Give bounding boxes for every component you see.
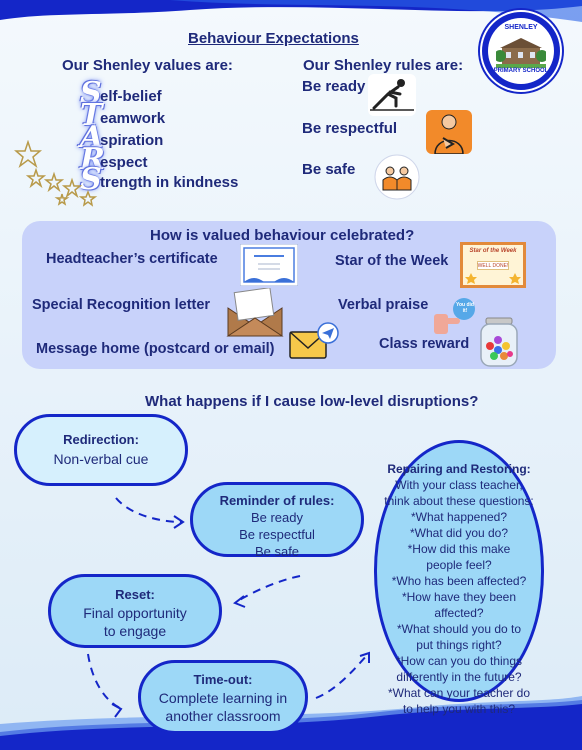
stars-values-list: S elf-belief T eamwork A spiration R esp… [80, 76, 239, 197]
repair-line: to help you with this? [402, 702, 516, 716]
redirection-step: Redirection: Non-verbal cue [14, 414, 188, 486]
certificate-icon [240, 244, 298, 286]
value-word: trength in kindness [100, 174, 239, 191]
reminder-line: Be ready [250, 510, 304, 525]
certificate-heading: Star of the Week [469, 248, 517, 254]
value-letter: T [80, 98, 103, 133]
disruptions-heading: What happens if I cause low-level disrup… [145, 393, 479, 410]
safe-people-icon [374, 154, 420, 200]
logo-bottom-text: PRIMARY SCHOOL [493, 68, 549, 74]
timeout-title: Time-out: [193, 672, 253, 687]
repair-line: With your class teacher, [395, 478, 523, 492]
timeout-step: Time-out: Complete learning in another c… [138, 660, 308, 734]
repair-line: think about these questions: [384, 494, 534, 508]
rule-be-respectful: Be respectful [302, 120, 398, 137]
repair-line: *What should you do to [396, 622, 522, 636]
celebrate-heading: How is valued behaviour celebrated? [150, 227, 415, 244]
reminder-title: Reminder of rules: [219, 493, 335, 508]
school-logo: SHENLEY PRIMARY SCHOOL [480, 10, 562, 92]
reset-step: Reset: Final opportunity to engage [48, 574, 222, 648]
value-letter: S [80, 162, 102, 197]
school-building-icon [496, 38, 546, 68]
value-item: R espect [80, 145, 238, 175]
timeout-line: Complete learning in [158, 690, 288, 706]
value-word: espect [100, 154, 148, 171]
rule-be-safe: Be safe [302, 161, 356, 178]
reminder-step: Reminder of rules: Be ready Be respectfu… [190, 482, 364, 559]
class-reward-label: Class reward [379, 336, 470, 352]
rule-be-ready: Be ready [302, 78, 366, 95]
value-word: spiration [100, 132, 164, 149]
repair-line: *Who has been affected? [391, 574, 527, 588]
repair-line: *How have they been affected? [401, 590, 517, 620]
logo-top-text: SHENLEY [504, 24, 538, 31]
reset-line: to engage [103, 623, 167, 639]
special-recognition-label: Special Recognition letter [32, 297, 211, 313]
value-item: A spiration [80, 120, 238, 155]
value-letter: S [80, 76, 102, 111]
email-envelope-icon [289, 322, 339, 359]
ready-runner-icon [368, 74, 416, 116]
repair-line: people feel? [426, 558, 492, 572]
values-heading: Our Shenley values are: [62, 57, 233, 74]
praise-hand-icon: You did it! [430, 296, 476, 336]
repair-line: *How can you do things [395, 654, 523, 668]
reset-line: Final opportunity [83, 605, 187, 621]
repair-line: *What happened? [410, 510, 508, 524]
value-item: T eamwork [80, 98, 238, 133]
reminder-line: Be respectful [239, 527, 315, 542]
reminder-line: Be safe [254, 544, 300, 559]
verbal-praise-label: Verbal praise [338, 297, 429, 313]
repair-line: differently in the future? [396, 670, 522, 684]
repairing-restoring-step: Repairing and Restoring: With your class… [374, 440, 544, 716]
certificate-text: WELL DONE! [477, 263, 509, 269]
praise-speech-text: You did it! [456, 302, 474, 314]
value-item: S trength in kindness [80, 162, 239, 197]
repair-title: Repairing and Restoring: [387, 462, 531, 476]
star-of-week-certificate: Star of the Week WELL DONE! [460, 242, 526, 288]
respectful-person-icon [426, 110, 472, 154]
headteacher-certificate-label: Headteacher’s certificate [46, 251, 218, 267]
page-title: Behaviour Expectations [188, 30, 359, 47]
decorative-stars-icon [14, 140, 98, 207]
rules-heading: Our Shenley rules are: [303, 57, 464, 74]
stars-row-icon [465, 273, 521, 284]
timeout-line: another classroom [165, 708, 281, 724]
redirection-title: Redirection: [63, 432, 139, 447]
value-word: eamwork [100, 110, 166, 127]
value-item: S elf-belief [80, 76, 238, 111]
star-of-the-week-label: Star of the Week [335, 253, 449, 269]
message-home-label: Message home (postcard or email) [36, 341, 275, 357]
value-word: elf-belief [100, 88, 162, 105]
repair-line: *What can your teacher do [387, 686, 531, 700]
reward-jar-icon [480, 317, 518, 367]
repair-line: put things right? [416, 638, 502, 652]
value-letter: A [80, 120, 104, 155]
repair-line: *How did this make [407, 542, 511, 556]
envelope-letter-icon [226, 288, 284, 337]
reset-title: Reset: [115, 587, 155, 602]
repair-line: *What did you do? [409, 526, 509, 540]
redirection-body: Non-verbal cue [53, 451, 149, 467]
